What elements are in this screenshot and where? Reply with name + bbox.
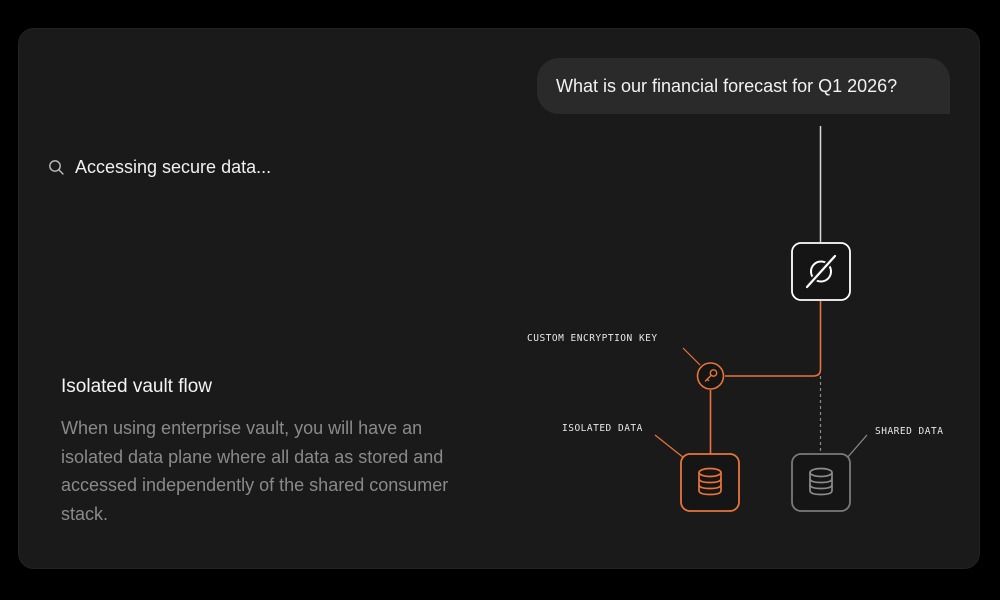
leader-shared-data [846, 434, 868, 459]
database-icon [809, 467, 833, 496]
isolated-data-node [680, 453, 740, 512]
connector-gateway-to-key [725, 301, 822, 377]
info-title: Isolated vault flow [61, 376, 213, 397]
status-row: Accessing secure data... [48, 156, 271, 178]
key-icon [704, 369, 718, 382]
encryption-key-node [696, 362, 725, 390]
label-isolated-data: ISOLATED DATA [562, 423, 643, 434]
status-text: Accessing secure data... [75, 156, 272, 177]
info-description: When using enterprise vault, you will ha… [61, 418, 449, 524]
label-shared-data: SHARED DATA [875, 426, 944, 437]
chat-question-bubble: What is our financial forecast for Q1 20… [537, 58, 950, 114]
label-custom-encryption-key: CUSTOM ENCRYPTION KEY [527, 333, 658, 344]
gateway-node [791, 242, 851, 301]
search-icon [49, 159, 64, 175]
leader-isolated-data [654, 434, 685, 459]
slashed-circle-logo-icon [805, 254, 837, 289]
leader-encryption-key [682, 347, 701, 366]
database-icon [698, 467, 722, 496]
shared-data-node [791, 453, 851, 512]
